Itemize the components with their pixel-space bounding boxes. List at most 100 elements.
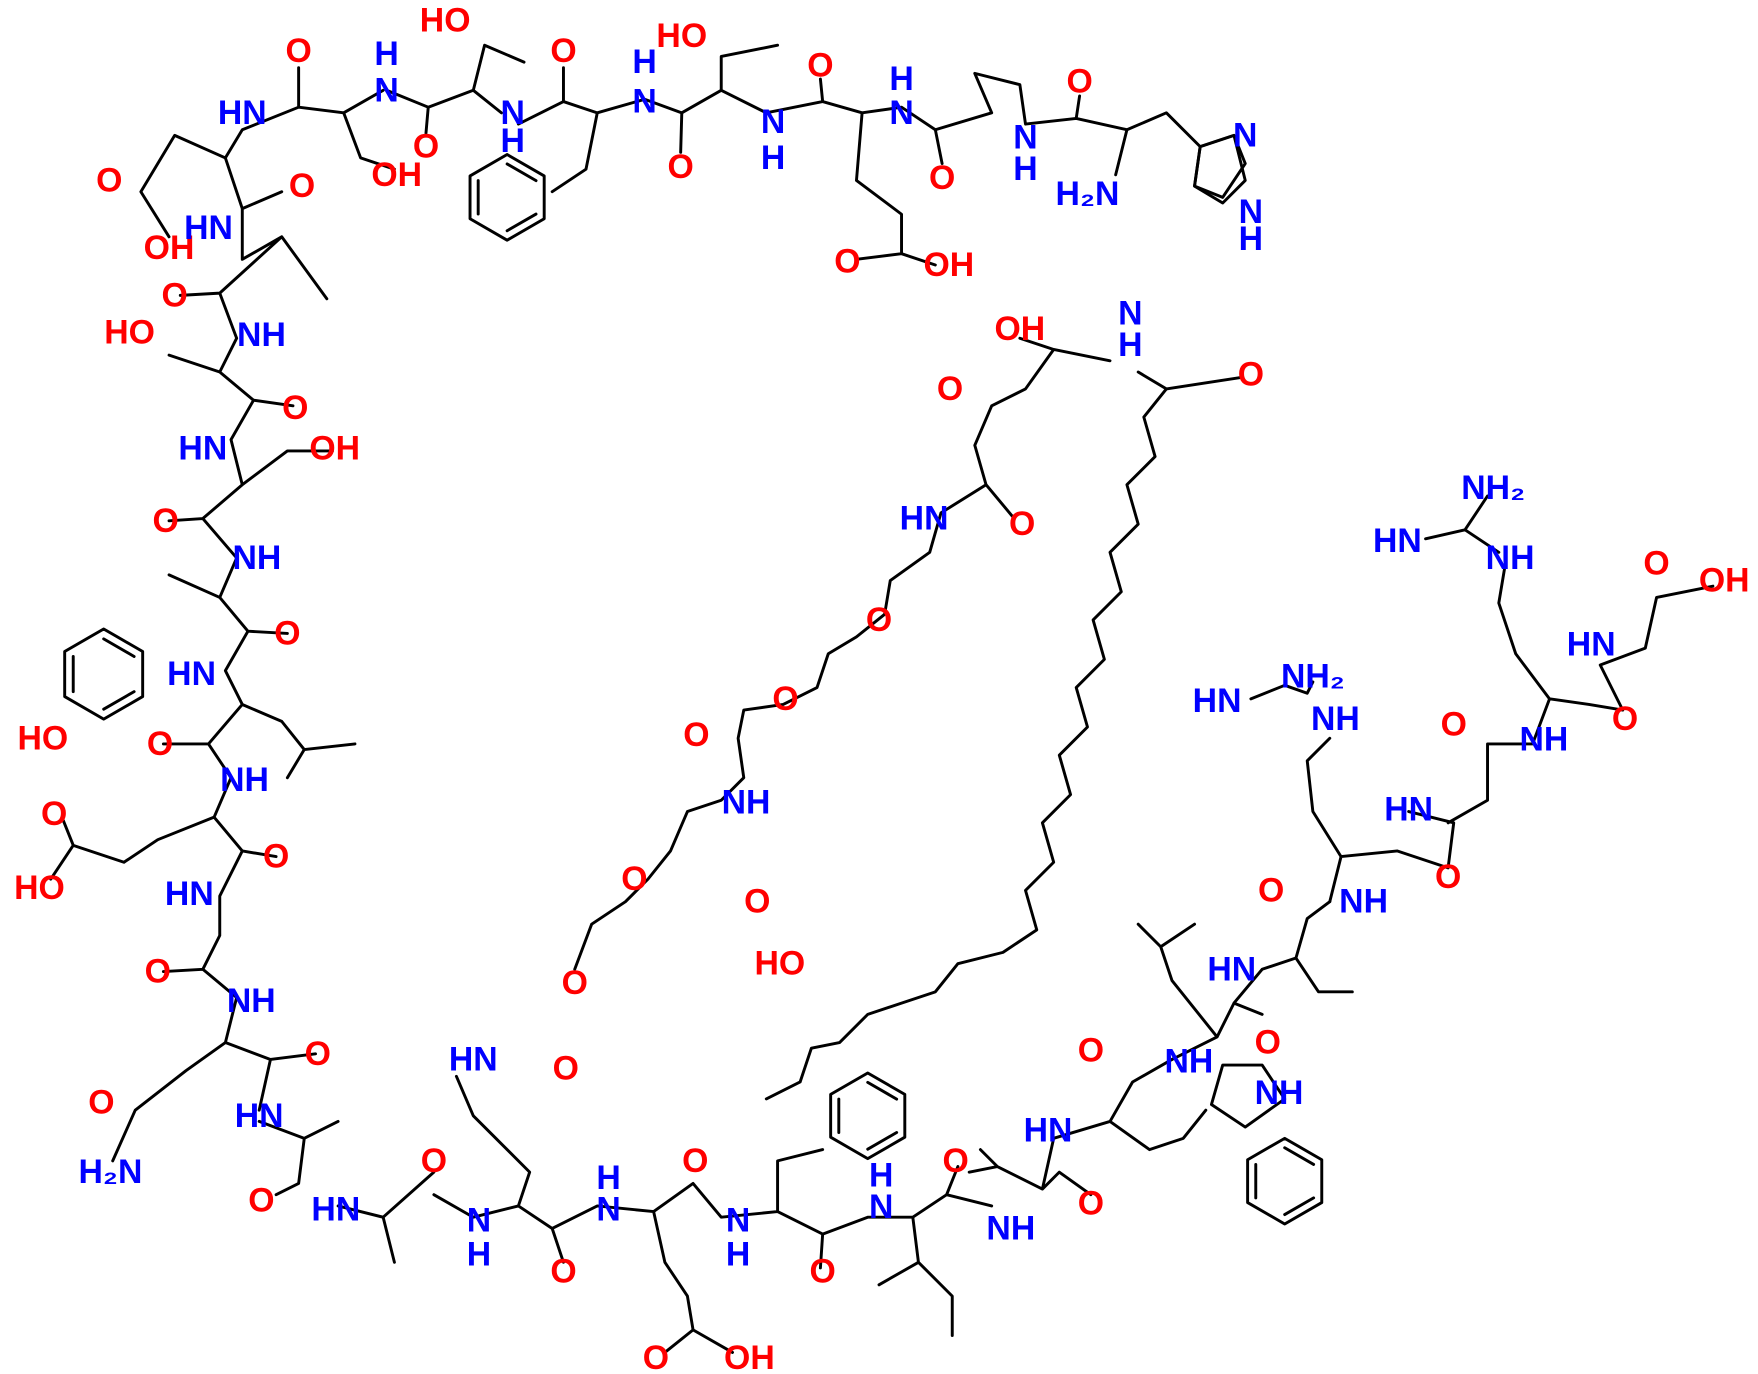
oxygen-atom-label: O: [1255, 1024, 1281, 1062]
nitrogen-atom-label: H: [889, 60, 913, 98]
nitrogen-atom-label: NH: [1486, 539, 1535, 577]
bond-path: [945, 1057, 1208, 1208]
aromatic-rings: [63, 133, 1324, 1226]
bond-path: [573, 336, 1242, 971]
nitrogen-atom-label: HN: [1024, 1111, 1073, 1149]
bond-skeleton: [49, 43, 1715, 1354]
oxygen-atom-label: OH: [924, 246, 975, 284]
double-bond: [505, 162, 538, 183]
oxygen-atom-label: O: [937, 370, 963, 408]
oxygen-atom-label: O: [413, 128, 439, 166]
oxygen-atom-label: O: [1066, 62, 1092, 100]
nitrogen-atom-label: HN: [311, 1190, 360, 1228]
oxygen-atom-label: O: [153, 502, 179, 540]
bond-path: [652, 1148, 960, 1338]
oxygen-atom-label: O: [421, 1142, 447, 1180]
oxygen-atom-label: O: [1643, 545, 1669, 583]
nitrogen-atom-label: H: [726, 1235, 750, 1273]
bond-path: [1305, 567, 1715, 904]
nitrogen-atom-label: NH: [986, 1209, 1035, 1247]
oxygen-atom-label: O: [834, 243, 860, 281]
oxygen-atom-label: O: [810, 1252, 836, 1290]
nitrogen-atom-label: NH: [233, 539, 282, 577]
bond-path: [680, 43, 944, 267]
nitrogen-atom-label: NH: [227, 982, 276, 1020]
bond-path: [167, 398, 334, 635]
double-bond: [102, 637, 136, 658]
oxygen-atom-label: O: [866, 601, 892, 639]
oxygen-atom-label: O: [550, 1252, 576, 1290]
nitrogen-atom-label: HN: [900, 500, 949, 538]
oxygen-atom-label: O: [41, 795, 67, 833]
oxygen-atom-label: HO: [14, 869, 65, 907]
oxygen-atom-label: HO: [104, 314, 155, 352]
nitrogen-atom-label: H: [1239, 220, 1263, 258]
benzene-ring: [468, 153, 546, 242]
nitrogen-atom-label: NH: [1311, 700, 1360, 738]
oxygen-atom-label: HO: [656, 17, 707, 55]
bond-path: [764, 370, 1168, 1101]
double-bond: [866, 1080, 899, 1101]
oxygen-atom-label: O: [282, 389, 308, 427]
oxygen-atom-label: O: [553, 1049, 579, 1087]
oxygen-atom-label: O: [147, 725, 173, 763]
oxygen-atom-label: O: [683, 716, 709, 754]
nitrogen-atom-label: H: [596, 1159, 620, 1197]
double-bond: [505, 212, 538, 233]
oxygen-atom-label: O: [772, 680, 798, 718]
oxygen-atom-label: O: [1258, 871, 1284, 909]
oxygen-atom-label: O: [1238, 355, 1264, 393]
nitrogen-atom-label: N: [1233, 116, 1257, 154]
oxygen-atom-label: O: [145, 953, 171, 991]
oxygen-atom-label: O: [274, 614, 300, 652]
nitrogen-atom-label: NH₂: [1461, 469, 1525, 507]
nitrogen-atom-label: H: [869, 1157, 893, 1195]
nitrogen-atom-label: NH: [1164, 1043, 1213, 1081]
nitrogen-atom-label: H: [761, 139, 785, 177]
oxygen-atom-label: O: [1078, 1031, 1104, 1069]
nitrogen-atom-label: H: [632, 43, 656, 81]
nitrogen-atom-label: N: [596, 1190, 620, 1228]
nitrogen-atom-label: H₂N: [79, 1153, 143, 1191]
nitrogen-atom-label: H: [467, 1235, 491, 1273]
oxygen-atom-label: O: [682, 1142, 708, 1180]
nitrogen-atom-label: HN: [1384, 790, 1433, 828]
nitrogen-atom-label: HN: [167, 655, 216, 693]
oxygen-atom-label: O: [942, 1142, 968, 1180]
nitrogen-atom-label: HN: [1207, 950, 1256, 988]
oxygen-atom-label: O: [668, 148, 694, 186]
nitrogen-atom-label: NH₂: [1281, 657, 1345, 695]
nitrogen-atom-label: NH: [1519, 720, 1568, 758]
oxygen-atom-label: OH: [144, 229, 195, 267]
nitrogen-atom-label: HN: [449, 1040, 498, 1078]
oxygen-atom-label: O: [1078, 1185, 1104, 1223]
nitrogen-atom-label: NH: [1255, 1074, 1304, 1112]
bond-path: [516, 66, 684, 194]
bond-path: [257, 1074, 734, 1354]
nitrogen-atom-label: NH: [237, 316, 286, 354]
oxygen-atom-label: OH: [1699, 562, 1750, 600]
bond-path: [111, 849, 318, 1163]
oxygen-atom-label: HO: [420, 1, 471, 39]
oxygen-atom-label: O: [643, 1339, 669, 1374]
nitrogen-atom-label: NH: [220, 761, 269, 799]
nitrogen-atom-label: HN: [235, 1097, 284, 1135]
nitrogen-atom-label: H₂N: [1056, 175, 1120, 213]
oxygen-atom-label: O: [248, 1181, 274, 1219]
nitrogen-atom-label: HN: [1373, 522, 1422, 560]
nitrogen-atom-label: H: [1013, 150, 1037, 188]
nitrogen-atom-label: N: [1013, 119, 1037, 157]
oxygen-atom-label: O: [562, 964, 588, 1002]
oxygen-atom-label: O: [305, 1035, 331, 1073]
nitrogen-atom-label: N: [726, 1202, 750, 1240]
bond-path: [167, 156, 329, 408]
oxygen-atom-label: OH: [724, 1339, 775, 1374]
nitrogen-atom-label: H: [1118, 326, 1142, 364]
oxygen-atom-label: OH: [309, 430, 360, 468]
nitrogen-atom-label: HN: [1193, 682, 1242, 720]
oxygen-atom-label: O: [929, 159, 955, 197]
oxygen-atom-label: O: [550, 32, 576, 70]
nitrogen-atom-label: H: [374, 35, 398, 73]
oxygen-atom-label: O: [807, 47, 833, 85]
